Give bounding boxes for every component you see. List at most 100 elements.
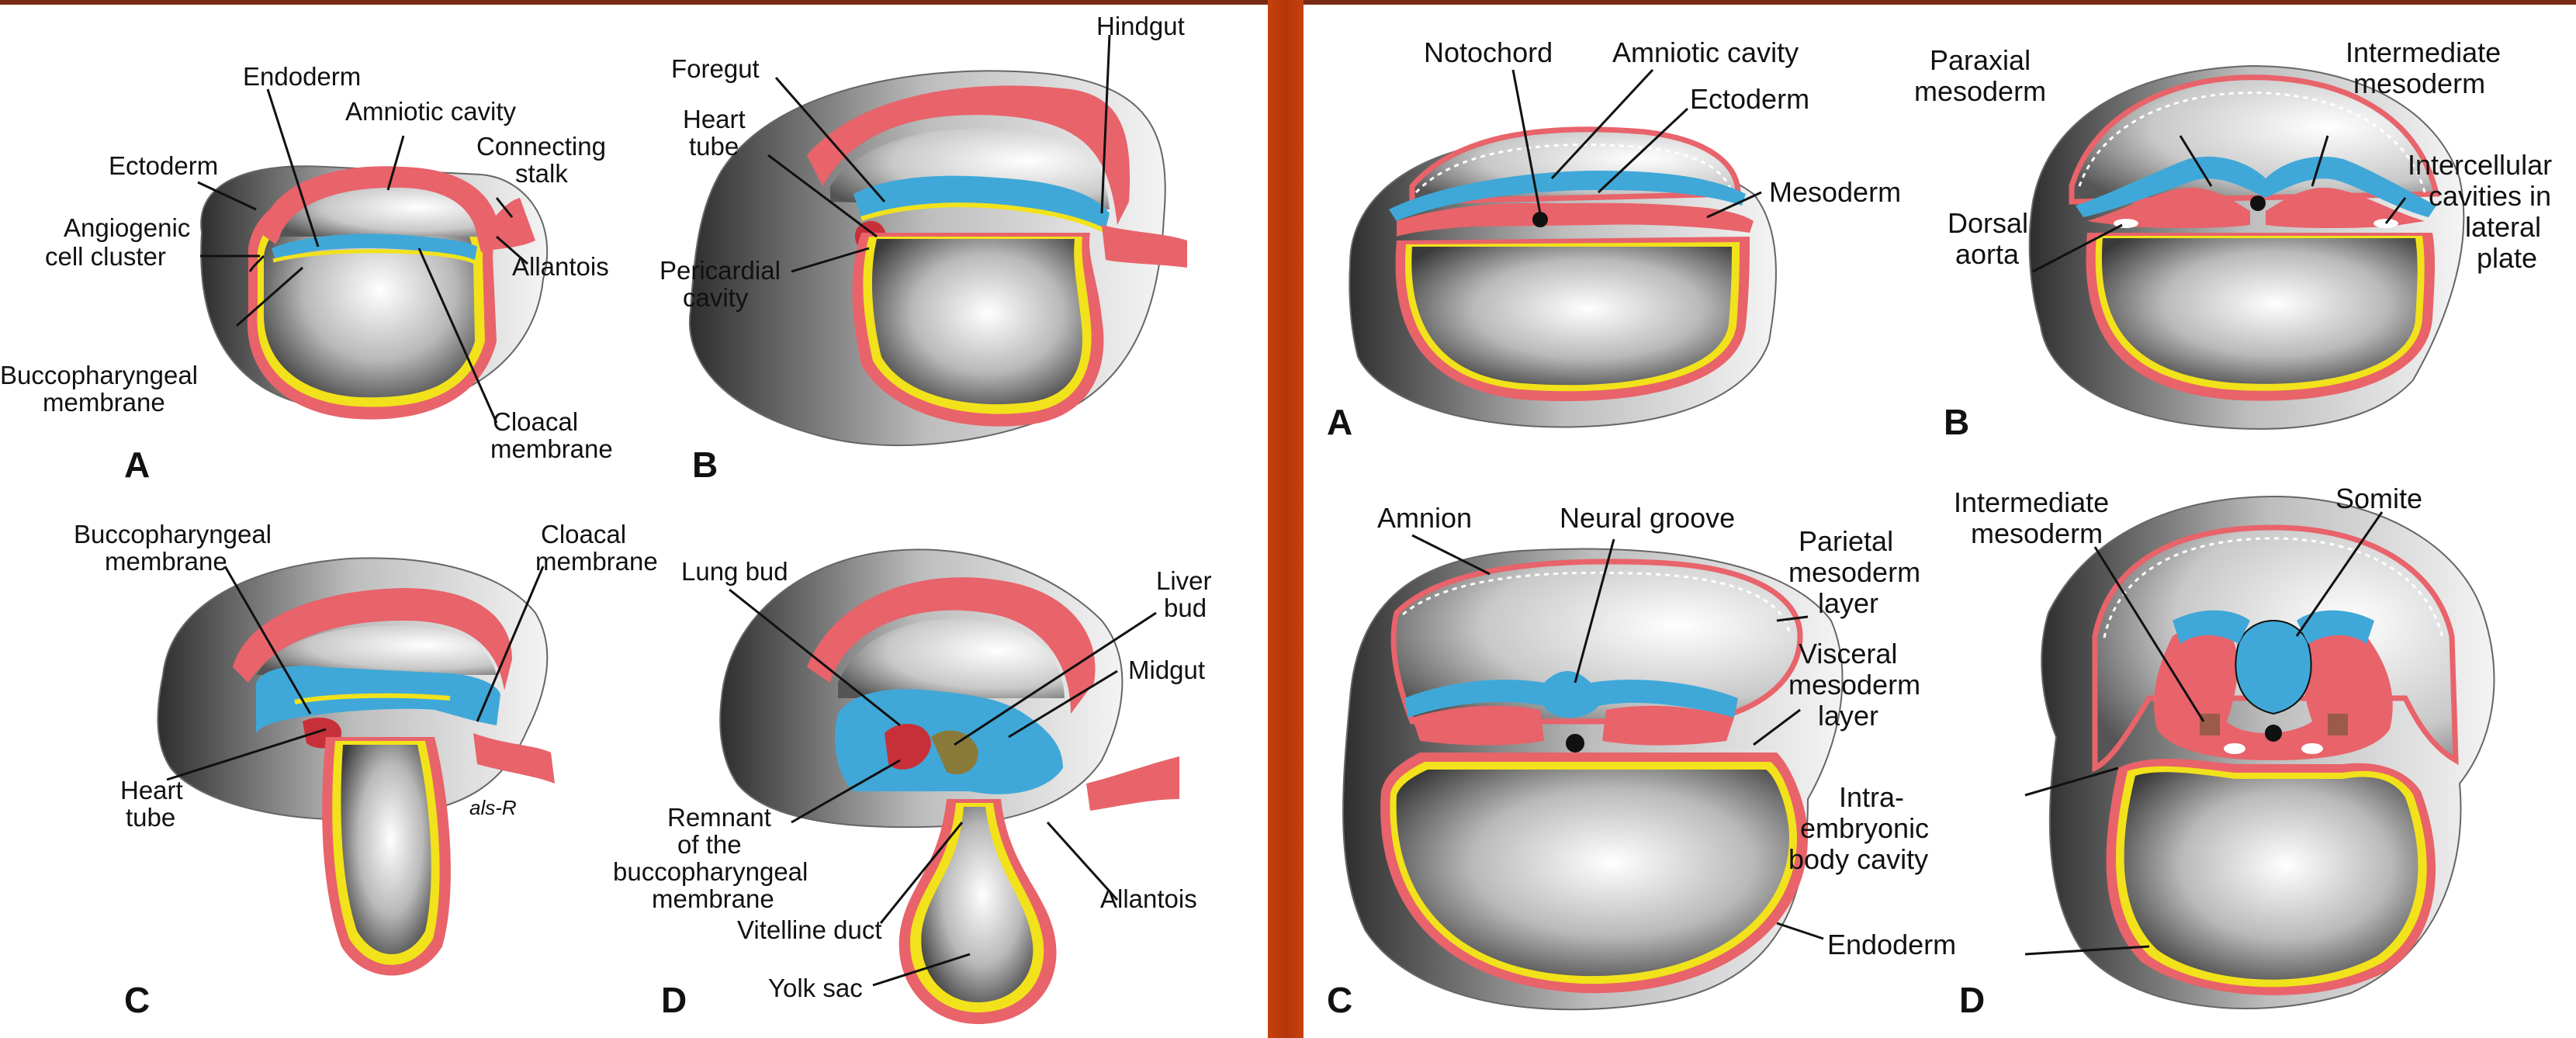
panel-letter-right-b: B bbox=[1944, 402, 1969, 442]
label-ectoderm: Ectoderm bbox=[1690, 83, 1809, 115]
label-intermediate: Intermediate bbox=[1954, 486, 2109, 518]
label-somite: Somite bbox=[2335, 483, 2422, 514]
right-b-embryo bbox=[2028, 64, 2465, 430]
label-layer-visceral: layer bbox=[1818, 700, 1878, 732]
left-b-leaders bbox=[767, 34, 1111, 273]
label-cloacal-membrane: membrane bbox=[535, 547, 658, 576]
label-lung-bud: Lung bud bbox=[681, 557, 788, 586]
label-cell-cluster: cell cluster bbox=[45, 242, 166, 271]
label-cavities-in: cavities in bbox=[2429, 180, 2551, 212]
label-aorta: aorta bbox=[1955, 238, 2020, 270]
label-embryonic: embryonic bbox=[1800, 812, 1929, 844]
label-yolk-sac: Yolk sac bbox=[768, 974, 863, 1002]
label-cavity: cavity bbox=[683, 283, 749, 312]
label-hindgut: Hindgut bbox=[1096, 12, 1185, 40]
label-remnant: Remnant bbox=[667, 803, 771, 832]
label-intra: Intra- bbox=[1839, 781, 1904, 813]
label-membrane: membrane bbox=[43, 388, 165, 417]
left-b-embryo bbox=[688, 70, 1187, 447]
label-angiogenic: Angiogenic bbox=[64, 213, 190, 242]
label-buccopharyngeal: Buccopharyngeal bbox=[0, 361, 198, 389]
label-buccopharyngeal: Buccopharyngeal bbox=[74, 520, 272, 548]
label-mesoderm-intermediate: mesoderm bbox=[2353, 67, 2485, 99]
label-allantois: Allantois bbox=[1100, 884, 1197, 913]
label-membrane: membrane bbox=[652, 884, 774, 913]
panel-letter-right-a: A bbox=[1327, 402, 1352, 442]
label-midgut: Midgut bbox=[1128, 656, 1205, 684]
label-mesoderm-visceral: mesoderm bbox=[1788, 669, 1920, 701]
left-c-leaders bbox=[166, 566, 545, 781]
label-paraxial: Paraxial bbox=[1930, 44, 2031, 76]
label-mesoderm-parietal: mesoderm bbox=[1788, 556, 1920, 588]
left-a-embryo bbox=[200, 165, 549, 420]
right-c-labels: Amnion Neural groove Parietal mesoderm l… bbox=[1327, 502, 1956, 1020]
label-mesoderm-paraxial: mesoderm bbox=[1914, 75, 2046, 107]
label-bud: bud bbox=[1164, 593, 1207, 622]
right-c-embryo bbox=[1342, 548, 1844, 1011]
label-connecting: Connecting bbox=[476, 132, 606, 161]
right-c-leaders bbox=[1411, 534, 1824, 940]
left-a-leaders bbox=[197, 88, 528, 424]
artist-signature: als-R bbox=[469, 796, 517, 819]
label-ectoderm: Ectoderm bbox=[109, 151, 218, 180]
left-a-labels: Endoderm Amniotic cavity Connecting stal… bbox=[0, 62, 613, 485]
label-membrane: membrane bbox=[105, 547, 227, 576]
right-b-labels: Paraxial mesoderm Intermediate mesoderm … bbox=[1914, 36, 2552, 442]
left-b-labels: Foregut Hindgut Heart tube Pericardial c… bbox=[660, 12, 1185, 485]
label-cloacal: Cloacal bbox=[541, 520, 626, 548]
label-vitelline-duct: Vitelline duct bbox=[737, 915, 882, 944]
label-neural-groove: Neural groove bbox=[1560, 502, 1735, 534]
panel-letter-left-d: D bbox=[661, 980, 687, 1020]
left-c-labels: Buccopharyngeal membrane Cloacal membran… bbox=[74, 520, 658, 1020]
label-visceral: Visceral bbox=[1799, 638, 1897, 670]
label-heart: Heart bbox=[120, 776, 183, 804]
left-d-embryo bbox=[719, 548, 1179, 1024]
label-heart: Heart bbox=[683, 105, 746, 133]
label-tube: tube bbox=[689, 132, 739, 161]
label-notochord: Notochord bbox=[1424, 36, 1553, 68]
panel-letter-right-d: D bbox=[1959, 980, 1985, 1020]
label-amnion: Amnion bbox=[1377, 502, 1472, 534]
right-d-labels: Intermediate mesoderm Somite D bbox=[1954, 483, 2422, 1020]
label-cloacal: Cloacal bbox=[493, 407, 578, 436]
label-allantois: Allantois bbox=[512, 252, 609, 281]
label-intermediate: Intermediate bbox=[2346, 36, 2501, 68]
right-a-labels: Notochord Amniotic cavity Ectoderm Mesod… bbox=[1327, 36, 1901, 442]
label-of-the: of the bbox=[677, 830, 742, 859]
label-liver: Liver bbox=[1156, 566, 1212, 595]
right-b-leaders bbox=[2032, 135, 2407, 273]
label-tube: tube bbox=[126, 803, 175, 832]
label-mesoderm: mesoderm bbox=[1971, 517, 2103, 549]
panel-letter-left-a: A bbox=[124, 445, 150, 485]
left-c-embryo bbox=[157, 557, 555, 976]
label-stalk: stalk bbox=[515, 159, 568, 188]
panel-letter-left-c: C bbox=[124, 980, 150, 1020]
panel-letter-right-c: C bbox=[1327, 980, 1352, 1020]
label-mesoderm: Mesoderm bbox=[1769, 176, 1901, 208]
label-endoderm: Endoderm bbox=[1827, 929, 1956, 960]
label-intercellular: Intercellular bbox=[2408, 149, 2552, 181]
label-layer-parietal: layer bbox=[1818, 587, 1878, 619]
panel-letter-left-b: B bbox=[692, 445, 718, 485]
label-lateral: lateral bbox=[2465, 211, 2541, 243]
right-a-embryo bbox=[1349, 126, 1777, 428]
label-foregut: Foregut bbox=[671, 54, 760, 83]
label-dorsal: Dorsal bbox=[1948, 207, 2028, 239]
right-d-leaders bbox=[2024, 511, 2384, 956]
panel-divider bbox=[1268, 0, 1304, 1038]
label-parietal: Parietal bbox=[1799, 525, 1893, 557]
label-pericardial: Pericardial bbox=[660, 256, 781, 285]
label-body-cavity: body cavity bbox=[1788, 843, 1928, 875]
right-a-leaders bbox=[1511, 68, 1762, 219]
label-amniotic-cavity: Amniotic cavity bbox=[345, 97, 517, 126]
label-cloacal-membrane: membrane bbox=[490, 434, 613, 463]
left-d-labels: Lung bud Liver bud Midgut Remnant of the… bbox=[613, 557, 1212, 1020]
label-endoderm: Endoderm bbox=[243, 62, 361, 91]
left-d-leaders bbox=[729, 588, 1157, 987]
right-d-embryo bbox=[2041, 495, 2495, 1009]
label-buccopharyngeal: buccopharyngeal bbox=[613, 857, 808, 886]
label-plate: plate bbox=[2477, 242, 2537, 274]
label-amniotic-cavity: Amniotic cavity bbox=[1612, 36, 1799, 68]
